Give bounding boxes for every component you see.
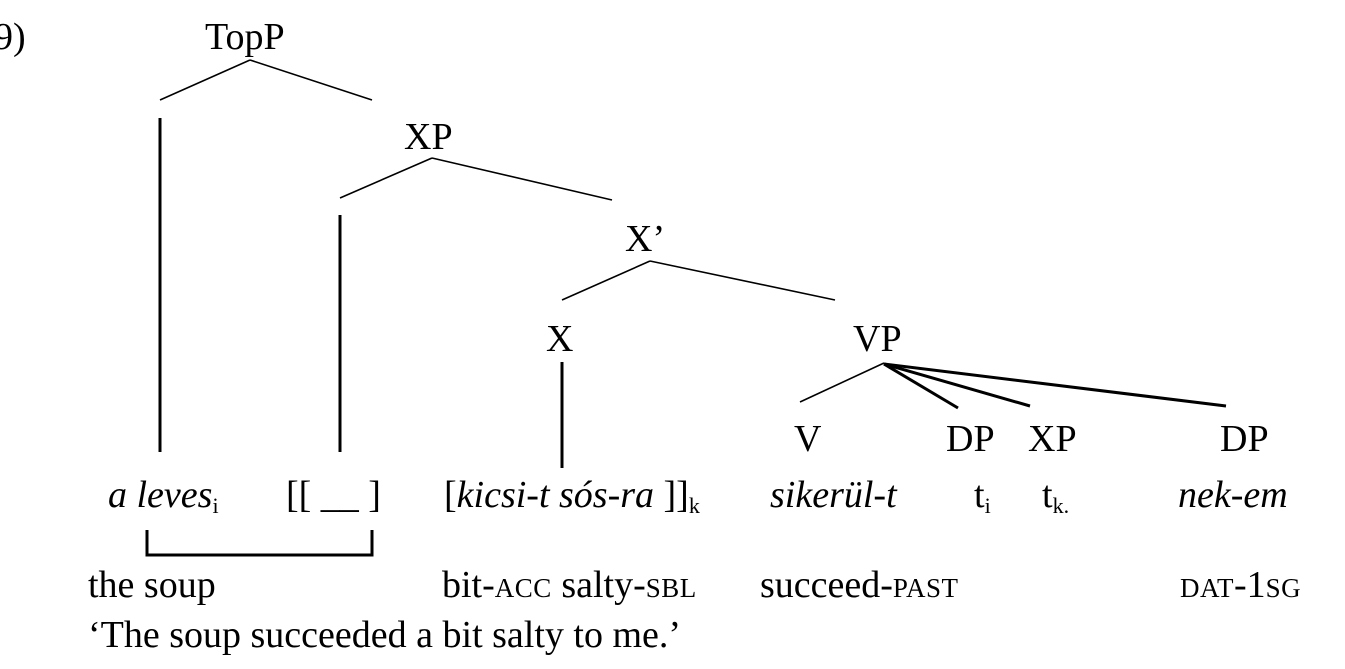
branch-topp-left (159, 59, 251, 101)
word-a-leves: a levesi (108, 476, 219, 517)
node-xp-trace: XP (1028, 418, 1077, 460)
trace-k-index: k. (1052, 493, 1070, 518)
branch-vp-xp (883, 362, 1031, 408)
branch-vp-v (799, 362, 885, 403)
coindex-bracket (145, 530, 374, 557)
index-i: i (212, 493, 219, 518)
trace-i: ti (974, 476, 991, 517)
node-xbar: X’ (625, 218, 666, 260)
trace-i-letter: t (974, 474, 985, 516)
gloss-succeed: succeed- (760, 564, 893, 606)
example-number: 9) (0, 16, 26, 58)
branch-xp-left (339, 157, 433, 199)
branch-vp-dp2 (883, 362, 1227, 408)
gloss-sg: SG (1265, 573, 1302, 603)
gloss-dat: DAT (1180, 573, 1234, 603)
node-dp-nekem: DP (1220, 418, 1269, 460)
branch-topp-right (249, 59, 373, 101)
gloss-sbl: SBL (645, 573, 697, 603)
node-vp: VP (853, 318, 902, 360)
word-gap: [[ __ ] (286, 474, 381, 516)
gloss-bit-acc-salty-sbl: bit-ACC salty-SBL (442, 566, 697, 604)
gloss-succeed-past: succeed-PAST (760, 566, 958, 604)
node-xp-top: XP (404, 116, 453, 158)
branch-xbar-right (649, 260, 836, 301)
gloss-acc: ACC (494, 573, 552, 603)
bracket-close: ]] (654, 474, 689, 516)
word-a-leves-text: a leves (108, 474, 213, 516)
gloss-salty: salty- (551, 564, 646, 606)
word-nek-em: nek-em (1178, 474, 1288, 516)
gloss-the-soup: the soup (88, 564, 216, 606)
branch-vp-dp1 (883, 362, 959, 410)
node-x: X (546, 318, 574, 360)
node-v: V (794, 418, 822, 460)
word-kicsi-text: kicsi-t sós-ra (456, 474, 655, 516)
index-k: k (688, 493, 700, 518)
word-kicsi-t-sos-ra: [kicsi-t sós-ra ]]k (444, 476, 700, 517)
gloss-past: PAST (892, 573, 959, 603)
bracket-open: [ (444, 474, 457, 516)
trace-k-letter: t (1042, 474, 1053, 516)
word-sikerul-t: sikerül-t (770, 474, 897, 516)
gloss-dash-1: -1 (1234, 564, 1266, 606)
trace-i-index: i (984, 493, 991, 518)
node-topp: TopP (205, 16, 285, 58)
branch-xp-right (431, 157, 613, 201)
free-translation: ‘The soup succeeded a bit salty to me.’ (88, 614, 682, 656)
branch-xbar-left (561, 260, 651, 301)
trace-k: tk. (1042, 476, 1069, 517)
node-dp-trace: DP (946, 418, 995, 460)
gloss-dat-1sg: DAT-1SG (1180, 566, 1301, 604)
gloss-bit: bit- (442, 564, 495, 606)
